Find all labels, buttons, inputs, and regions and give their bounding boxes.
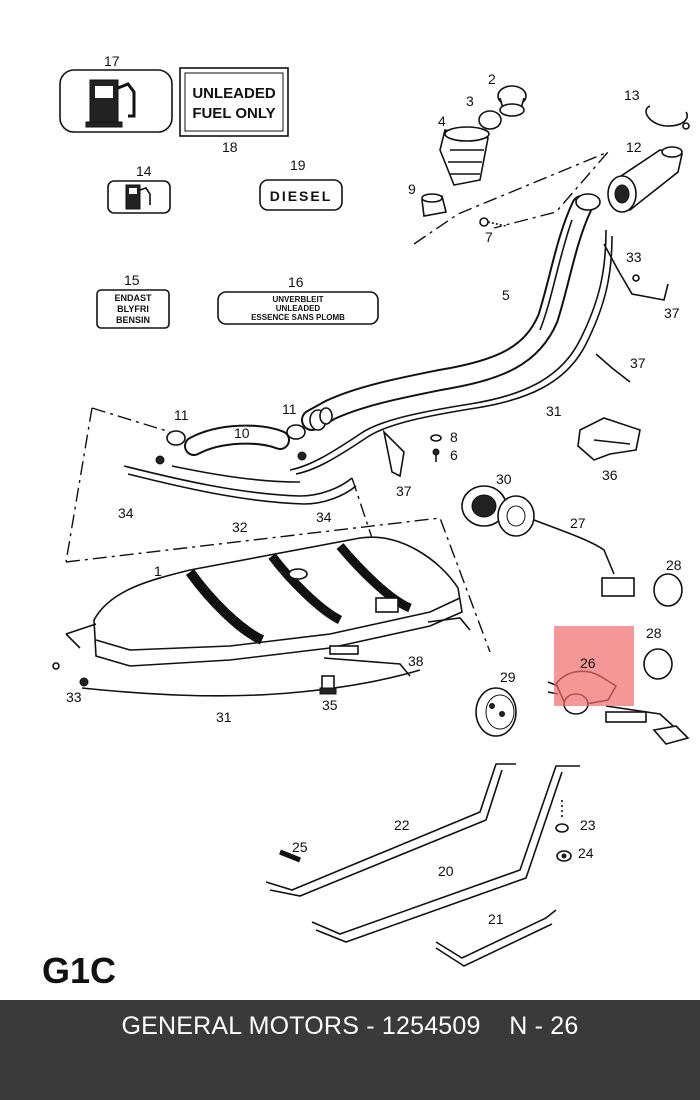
- sender-unit-30: [461, 485, 635, 597]
- nuts-23-24: [555, 800, 572, 862]
- callout-14: 14: [136, 163, 152, 179]
- diagram-code-label: G1C: [42, 950, 116, 991]
- callout-12: 12: [626, 139, 642, 155]
- callout-3: 3: [466, 93, 474, 109]
- decal-15-endast-blyfri: ENDAST BLYFRI BENSIN: [96, 289, 170, 329]
- fuel-line-31-lower: [81, 669, 421, 697]
- callout-23: 23: [580, 817, 596, 833]
- bracket-36: [577, 417, 641, 461]
- decal-endast-line2: BLYFRI: [117, 304, 149, 314]
- decal-unverbleit-line1: UNVERBLEIT: [272, 295, 323, 304]
- callout-10: 10: [234, 425, 250, 441]
- seal-rings-28: [643, 573, 683, 680]
- decal-unleaded-line2: FUEL ONLY: [192, 105, 275, 122]
- callout-5: 5: [502, 287, 510, 303]
- callout-29: 29: [500, 669, 516, 685]
- callout-31-lower: 31: [216, 709, 232, 725]
- strap-20: [311, 765, 580, 943]
- decal-16-unverbleit: UNVERBLEIT UNLEADED ESSENCE SANS PLOMB: [217, 291, 379, 325]
- fastener-33-lower: [79, 677, 89, 687]
- callout-37-mid: 37: [630, 355, 646, 371]
- callout-24: 24: [578, 845, 594, 861]
- callout-34-right: 34: [316, 509, 332, 525]
- callout-31-upper: 31: [546, 403, 562, 419]
- fuel-system-exploded-diagram: UNLEADED FUEL ONLY DIESEL ENDAST BLYFRI …: [42, 53, 690, 991]
- decal-19-diesel: DIESEL: [259, 179, 343, 211]
- callout-26: 26: [580, 655, 596, 671]
- filler-cap-parts: [421, 85, 690, 217]
- decal-endast-line3: BENSIN: [116, 315, 150, 325]
- callout-33-top: 33: [626, 249, 642, 265]
- callout-18: 18: [222, 139, 238, 155]
- filler-pipe-5: [301, 193, 601, 431]
- guide-dashed-lines-tank: [65, 517, 491, 653]
- decal-unverbleit-line2: UNLEADED: [276, 304, 321, 313]
- callout-9: 9: [408, 181, 416, 197]
- callout-6: 6: [450, 447, 458, 463]
- callout-37-lower: 37: [396, 483, 412, 499]
- strap-21: [435, 909, 557, 967]
- callout-30: 30: [496, 471, 512, 487]
- callout-20: 20: [438, 863, 454, 879]
- callout-36: 36: [602, 467, 618, 483]
- guide-dashed-lines-top: [413, 151, 609, 245]
- hose-10: [184, 424, 290, 456]
- callout-28-top: 28: [666, 557, 682, 573]
- decal-diesel-text: DIESEL: [270, 188, 333, 204]
- callout-11-left: 11: [174, 407, 189, 423]
- callout-25: 25: [292, 839, 308, 855]
- callout-15: 15: [124, 272, 140, 288]
- decal-endast-line1: ENDAST: [114, 293, 152, 303]
- decal-unverbleit-line3: ESSENCE SANS PLOMB: [251, 313, 345, 322]
- fasteners-8-6: [430, 434, 442, 462]
- callout-1: 1: [154, 563, 162, 579]
- lines-32: [123, 451, 357, 505]
- callout-33-bottom: 33: [66, 689, 82, 705]
- footer-part-info: GENERAL MOTORS - 1254509 N - 26: [121, 1011, 579, 1040]
- decal-18-unleaded: UNLEADED FUEL ONLY: [179, 67, 289, 137]
- pad-38: [323, 645, 411, 677]
- callout-35: 35: [322, 697, 338, 713]
- callout-4: 4: [438, 113, 446, 129]
- callout-21: 21: [488, 911, 504, 927]
- callout-13: 13: [624, 87, 640, 103]
- decal-14-fuel-pump-small: [107, 180, 171, 214]
- callout-numbers: 17 18 14 19 15 16 2 3 4 9 7 13 12 33 37 …: [66, 53, 682, 927]
- clamps-11: [166, 424, 306, 446]
- callout-19: 19: [290, 157, 306, 173]
- callout-8: 8: [450, 429, 458, 445]
- callout-17: 17: [104, 53, 120, 69]
- fuel-tank-1: [65, 536, 471, 667]
- grommet-35: [319, 675, 337, 695]
- highlight-part-26: [554, 626, 634, 706]
- callout-34-left: 34: [118, 505, 134, 521]
- callout-32: 32: [232, 519, 248, 535]
- callout-11-right: 11: [282, 401, 297, 417]
- vent-line-31-upper: [289, 229, 669, 478]
- pump-cover-29: [475, 687, 517, 737]
- callout-28-bottom: 28: [646, 625, 662, 641]
- callout-27: 27: [570, 515, 586, 531]
- screw-7: [479, 217, 507, 227]
- callout-37-right: 37: [664, 305, 680, 321]
- callout-22: 22: [394, 817, 410, 833]
- callout-16: 16: [288, 274, 304, 290]
- pin-25: [279, 849, 301, 863]
- footer-bar: GENERAL MOTORS - 1254509 N - 26: [0, 1000, 700, 1100]
- decal-17-fuel-pump: [59, 69, 173, 133]
- callout-7: 7: [485, 229, 493, 245]
- decal-unleaded-line1: UNLEADED: [192, 85, 276, 102]
- strap-22: [265, 763, 516, 897]
- callout-38: 38: [408, 653, 424, 669]
- callout-2: 2: [488, 71, 496, 87]
